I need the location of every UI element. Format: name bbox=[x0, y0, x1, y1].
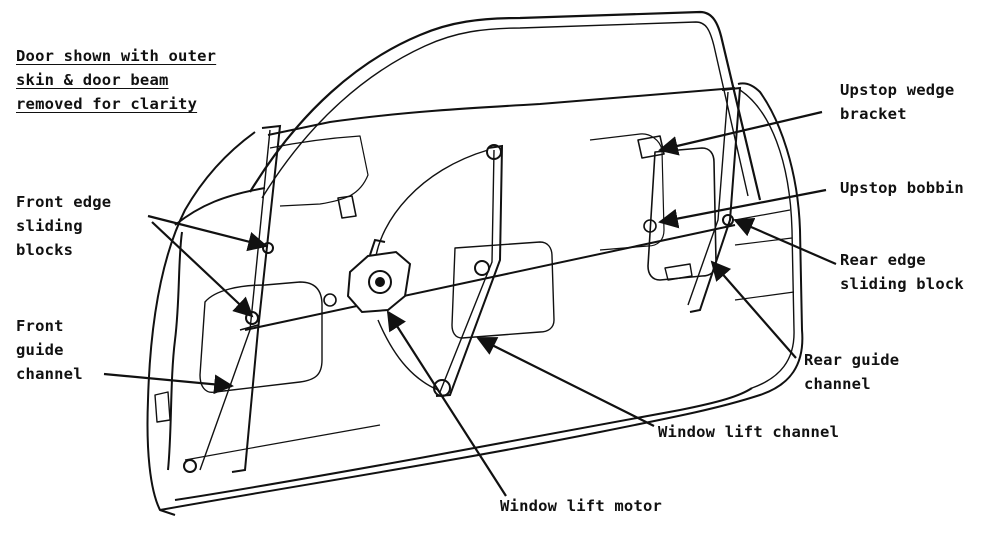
label-line: bracket bbox=[840, 105, 907, 123]
arrow-front-edge-lower bbox=[151, 221, 254, 318]
label-front-guide-channel: Front guide channel bbox=[16, 314, 83, 386]
lift-cable bbox=[244, 149, 736, 391]
label-upstop-wedge-bracket: Upstop wedge bracket bbox=[840, 78, 954, 126]
arrow-front-guide-channel bbox=[103, 372, 234, 395]
arrow-window-lift-channel bbox=[476, 337, 655, 427]
label-window-lift-motor: Window lift motor bbox=[500, 494, 662, 518]
label-upstop-bobbin: Upstop bobbin bbox=[840, 176, 964, 200]
label-line: sliding bbox=[16, 217, 83, 235]
window-lift-channel-shape bbox=[433, 144, 504, 397]
label-line: channel bbox=[804, 375, 871, 393]
leader-arrows bbox=[103, 110, 837, 497]
label-line: Window lift channel bbox=[658, 423, 840, 441]
label-line: Rear edge bbox=[840, 251, 926, 269]
note-line: removed for clarity bbox=[16, 95, 198, 113]
label-rear-edge-sliding-block: Rear edge sliding block bbox=[840, 248, 964, 296]
label-line: guide bbox=[16, 341, 64, 359]
arrow-upstop-wedge-bracket bbox=[658, 110, 823, 156]
label-line: Rear guide bbox=[804, 351, 900, 369]
label-line: Upstop bobbin bbox=[840, 179, 964, 197]
arrow-window-lift-motor bbox=[386, 310, 507, 497]
arrow-front-edge-upper bbox=[147, 214, 268, 252]
label-line: Front edge bbox=[16, 193, 112, 211]
label-rear-guide-channel: Rear guide channel bbox=[804, 348, 899, 396]
window-lift-motor-shape bbox=[346, 238, 412, 314]
label-line: blocks bbox=[16, 241, 74, 259]
arrow-rear-edge-sliding-block bbox=[733, 218, 837, 266]
label-window-lift-channel: Window lift channel bbox=[658, 420, 839, 444]
label-line: Upstop wedge bbox=[840, 81, 955, 99]
arrow-rear-guide-channel bbox=[710, 260, 797, 359]
label-line: Window lift motor bbox=[500, 497, 663, 515]
note-line: Door shown with outer bbox=[16, 47, 217, 65]
label-line: channel bbox=[16, 365, 83, 383]
diagram-note: Door shown with outer skin & door beam r… bbox=[16, 44, 216, 116]
label-front-edge-sliding-blocks: Front edge sliding blocks bbox=[16, 190, 111, 262]
arrow-upstop-bobbin bbox=[658, 188, 827, 229]
label-line: sliding block bbox=[840, 275, 964, 293]
front-guide-channel-shape bbox=[183, 124, 282, 473]
label-line: Front bbox=[16, 317, 64, 335]
note-line: skin & door beam bbox=[16, 71, 169, 89]
